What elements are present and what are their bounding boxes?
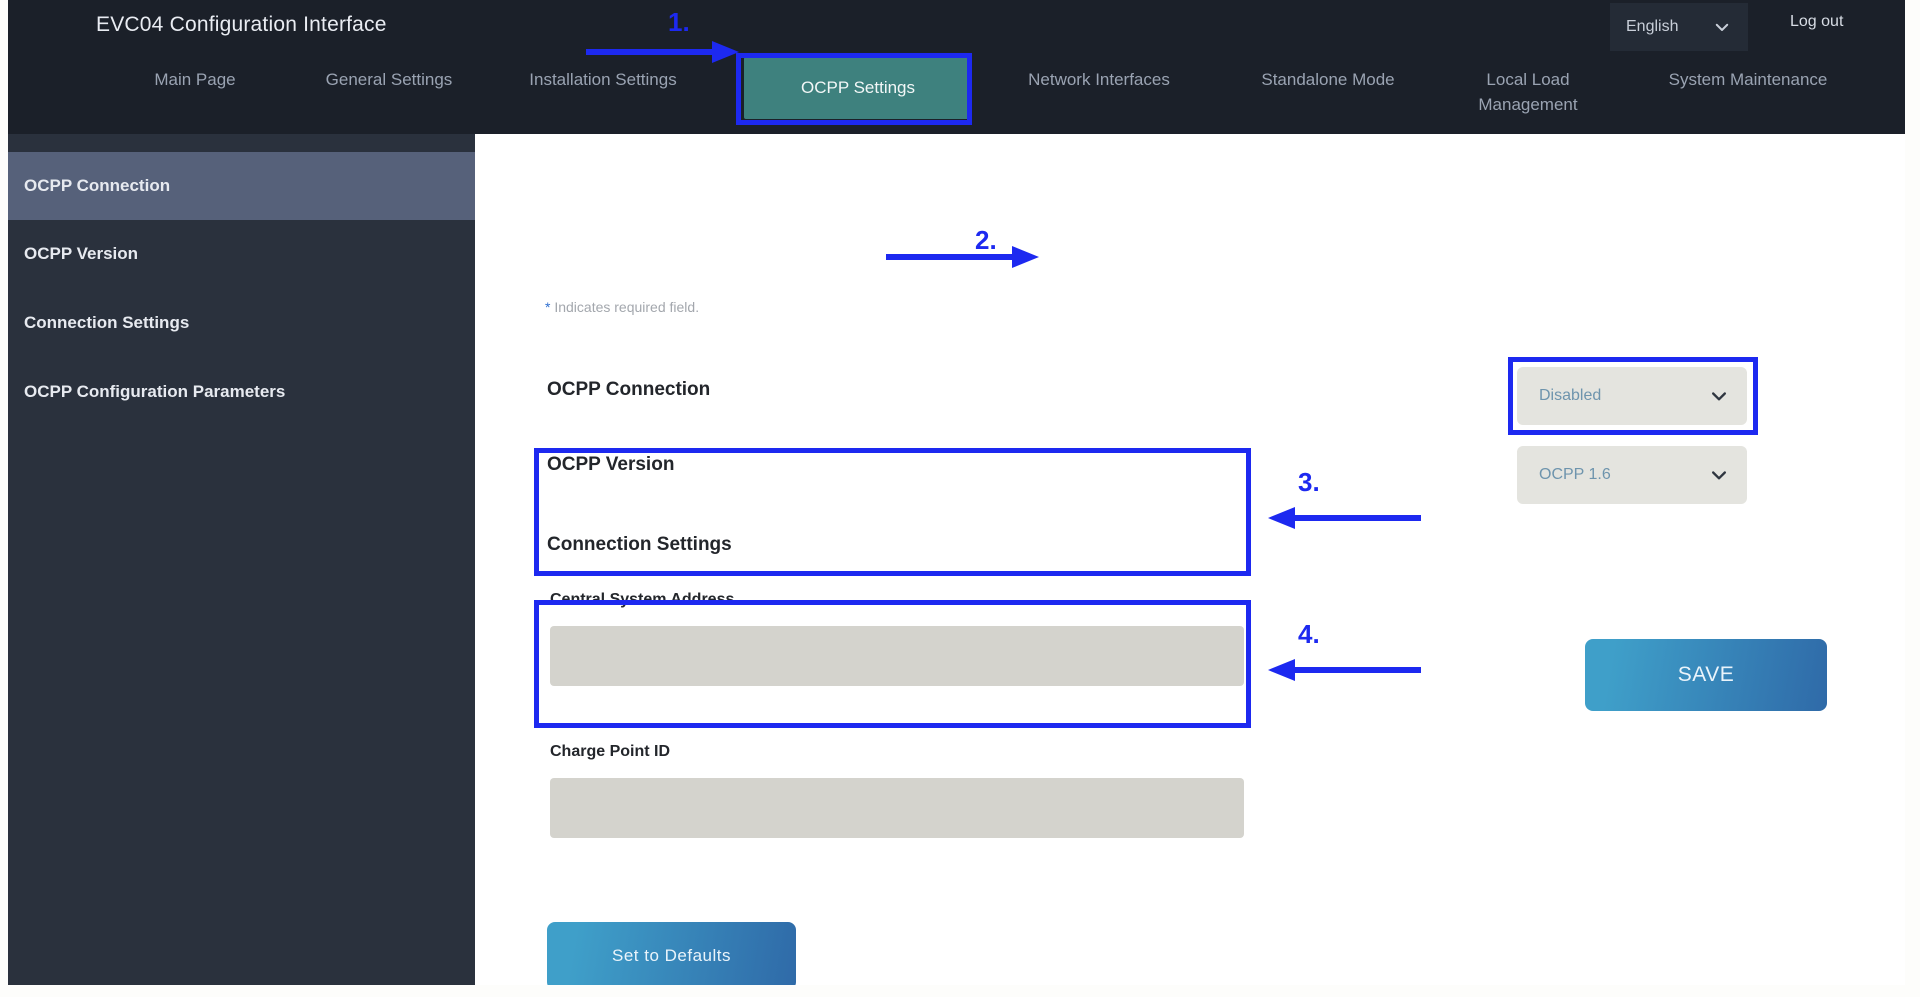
save-button[interactable]: SAVE xyxy=(1585,639,1827,711)
sidebar-item-label: Connection Settings xyxy=(24,313,190,332)
tab-label: Local Load Management xyxy=(1478,70,1578,114)
content-panel: * Indicates required field. OCPP Connect… xyxy=(475,134,1905,985)
sidebar-item-ocpp-version[interactable]: OCPP Version xyxy=(8,220,475,288)
ocpp-connection-dropdown[interactable]: Disabled xyxy=(1517,367,1747,425)
required-field-note: * Indicates required field. xyxy=(545,299,699,315)
page-title: EVC04 Configuration Interface xyxy=(96,13,387,36)
top-bar: EVC04 Configuration Interface English Lo… xyxy=(8,0,1905,134)
language-label: English xyxy=(1626,18,1679,35)
tab-label: OCPP Settings xyxy=(800,77,916,97)
tab-label: System Maintenance xyxy=(1668,70,1828,89)
required-asterisk: * xyxy=(545,299,551,315)
charge-point-id-field: Charge Point ID xyxy=(541,738,1253,856)
required-note-text: Indicates required field. xyxy=(554,299,700,315)
ocpp-version-dropdown-value: OCPP 1.6 xyxy=(1539,466,1611,483)
central-system-address-field: Central System Address xyxy=(541,586,1253,704)
tab-main-page[interactable]: Main Page xyxy=(100,57,290,119)
sidebar-item-label: OCPP Configuration Parameters xyxy=(24,382,286,401)
ocpp-version-dropdown[interactable]: OCPP 1.6 xyxy=(1517,446,1747,504)
tab-label: General Settings xyxy=(325,70,453,89)
sidebar: OCPP Connection OCPP Version Connection … xyxy=(8,134,475,985)
tab-general-settings[interactable]: General Settings xyxy=(290,57,488,119)
tab-installation-settings[interactable]: Installation Settings xyxy=(488,57,718,119)
tab-network-interfaces[interactable]: Network Interfaces xyxy=(988,57,1210,119)
tab-label: Standalone Mode xyxy=(1261,70,1395,89)
tab-label: Main Page xyxy=(154,70,236,89)
set-to-defaults-button[interactable]: Set to Defaults xyxy=(547,922,796,985)
ocpp-connection-dropdown-value: Disabled xyxy=(1539,387,1602,404)
language-selector[interactable]: English xyxy=(1610,3,1748,51)
ocpp-version-label: OCPP Version xyxy=(547,454,675,475)
tab-label: Network Interfaces xyxy=(1028,70,1170,89)
tab-local-load-management[interactable]: Local Load Management xyxy=(1448,57,1608,119)
sidebar-item-connection-settings[interactable]: Connection Settings xyxy=(8,289,475,357)
app-frame: EVC04 Configuration Interface English Lo… xyxy=(8,0,1905,985)
charge-point-id-label: Charge Point ID xyxy=(550,743,671,760)
tab-ocpp-settings[interactable]: OCPP Settings xyxy=(744,57,972,119)
sidebar-item-label: OCPP Version xyxy=(24,244,139,263)
chevron-down-icon xyxy=(1709,386,1729,406)
chevron-down-icon xyxy=(1713,18,1731,36)
chevron-down-icon xyxy=(1709,465,1729,485)
tab-label: Installation Settings xyxy=(529,70,677,89)
sidebar-item-ocpp-connection[interactable]: OCPP Connection xyxy=(8,152,475,220)
sidebar-item-label: OCPP Connection xyxy=(24,176,171,195)
tab-standalone-mode[interactable]: Standalone Mode xyxy=(1218,57,1438,119)
connection-settings-title: Connection Settings xyxy=(547,534,732,555)
main-navigation-tabs: Main Page General Settings Installation … xyxy=(8,57,1905,119)
sidebar-item-ocpp-configuration-parameters[interactable]: OCPP Configuration Parameters xyxy=(8,358,475,426)
central-system-address-label: Central System Address xyxy=(550,591,735,608)
logout-button[interactable]: Log out xyxy=(1790,13,1844,30)
ocpp-connection-label: OCPP Connection xyxy=(547,379,711,400)
tab-system-maintenance[interactable]: System Maintenance xyxy=(1628,57,1868,119)
charge-point-id-input[interactable] xyxy=(550,778,1244,838)
central-system-address-input[interactable] xyxy=(550,626,1244,686)
